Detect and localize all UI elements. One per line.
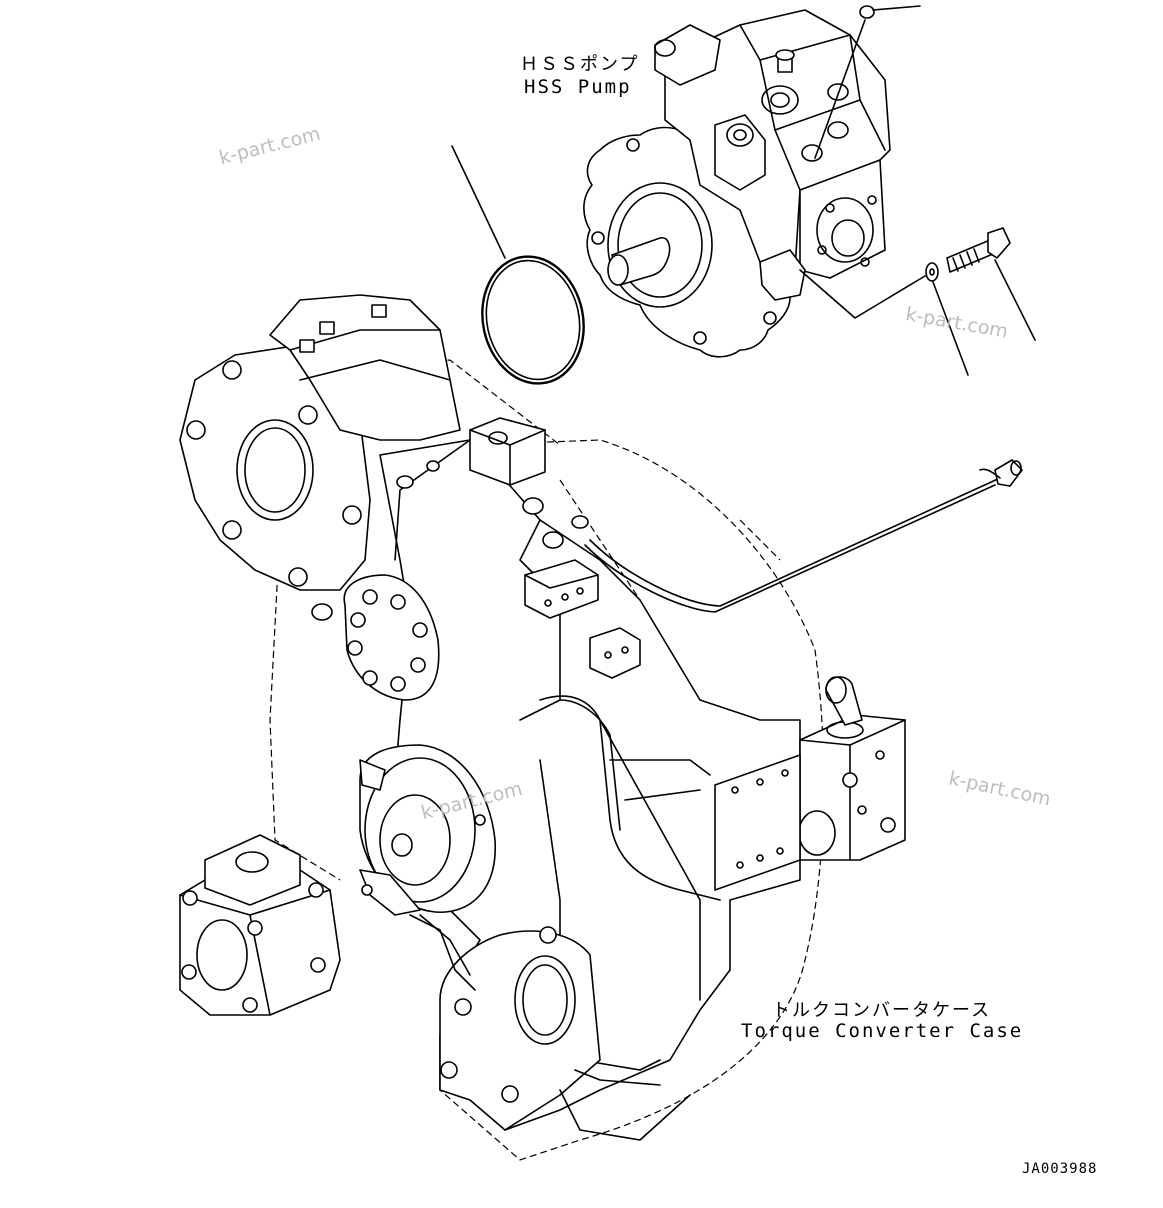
o-ring <box>451 145 585 385</box>
cover-plate <box>714 754 801 891</box>
case-hidden-outline <box>439 439 825 1161</box>
pump-face <box>607 182 713 308</box>
bolt-washer <box>799 227 1036 376</box>
hss-pump-label-jp: ＨＳＳポンプ <box>520 54 640 75</box>
sensor-tube <box>584 484 996 613</box>
pump-top-bolt <box>814 5 921 159</box>
torque-case-label-jp: トルクコンバータケース <box>772 1000 992 1021</box>
torque-case-label-en: Torque Converter Case <box>741 1020 1024 1042</box>
drawing-code: JA003988 <box>1022 1161 1098 1177</box>
lower-bore-housing <box>439 930 601 1131</box>
torque-converter-case <box>179 294 1023 1161</box>
hss-pump <box>583 9 891 358</box>
hss-pump-label-en: HSS Pump <box>524 76 632 98</box>
